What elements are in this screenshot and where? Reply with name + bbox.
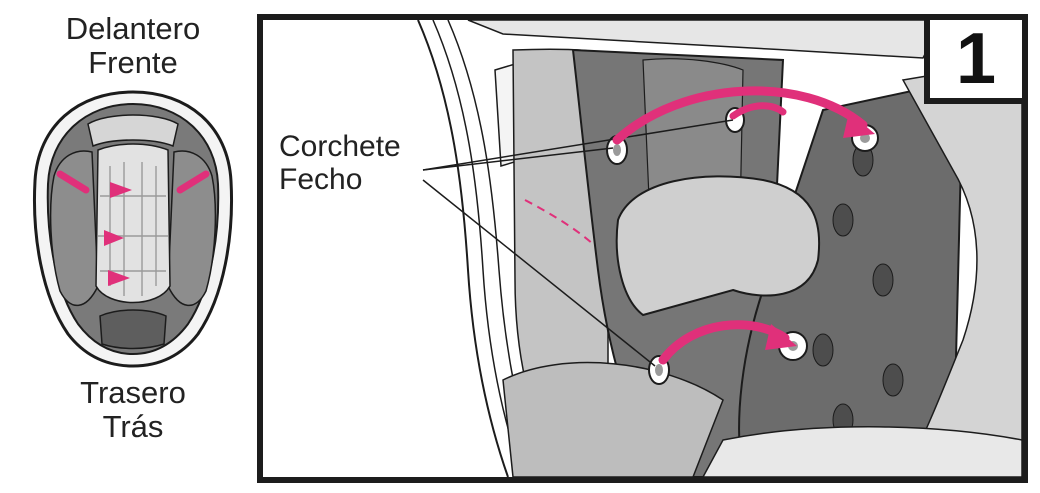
snap-label-pt: Fecho: [279, 163, 401, 196]
back-label: Trasero Trás: [20, 376, 246, 444]
center-liner: [96, 144, 170, 303]
step-number-badge: 1: [924, 14, 1028, 104]
front-label: Delantero Frente: [20, 12, 246, 80]
helmet-overview-illustration: [28, 86, 238, 371]
snap-label-es: Corchete: [279, 130, 401, 163]
back-label-es: Trasero: [20, 376, 246, 410]
back-label-pt: Trás: [20, 410, 246, 444]
step-number: 1: [956, 18, 996, 100]
rear-pad: [100, 310, 166, 349]
front-label-pt: Frente: [20, 46, 246, 80]
front-label-es: Delantero: [20, 12, 246, 46]
snap-label: Corchete Fecho: [279, 130, 401, 196]
detail-panel: Corchete Fecho 1: [257, 14, 1028, 483]
cheek-pad-detail-illustration: [263, 20, 1022, 477]
